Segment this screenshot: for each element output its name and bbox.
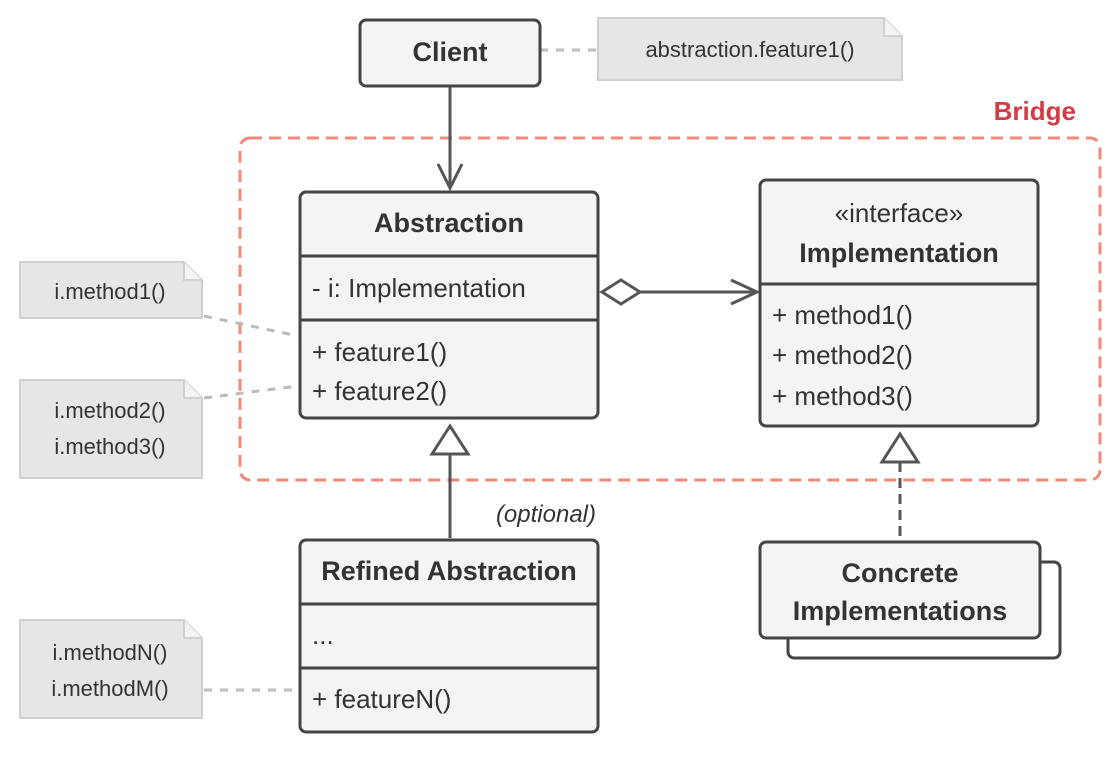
- featureN-note-line-1: i.methodN(): [53, 640, 168, 665]
- client-to-abstraction-arrowhead: [436, 163, 464, 192]
- concrete-implementations-box: Concrete Implementations: [758, 540, 1062, 660]
- aggregation-association: [599, 278, 761, 306]
- aggregation-diamond: [599, 278, 643, 306]
- concrete-title-line-2: Implementations: [793, 596, 1008, 626]
- implementation-interface: «interface» Implementation + method1() +…: [758, 178, 1040, 428]
- implementation-method-1: + method1(): [772, 300, 913, 330]
- abstraction-field: - i: Implementation: [312, 273, 526, 303]
- refined-abstraction-class: Refined Abstraction ... + featureN(): [298, 538, 600, 734]
- feature2-note: i.method2() i.method3(): [19, 379, 203, 479]
- abstraction-class: Abstraction - i: Implementation + featur…: [298, 190, 600, 420]
- client-box: [358, 18, 542, 88]
- featureN-note-line-2: i.methodM(): [51, 676, 168, 701]
- refined-inheritance-triangle: [429, 423, 471, 456]
- client-note-line-1: abstraction.feature1(): [645, 37, 854, 62]
- refined-abstraction-field: ...: [312, 620, 334, 650]
- implementation-title: Implementation: [799, 238, 999, 268]
- client-title: Client: [412, 37, 487, 67]
- concrete-front-box: [758, 540, 1042, 640]
- feature1-note-connector: [203, 314, 299, 338]
- feature2-note-line-1: i.method2(): [54, 398, 165, 423]
- abstraction-method-feature1: + feature1(): [312, 337, 447, 367]
- refined-abstraction-title: Refined Abstraction: [321, 556, 577, 586]
- optional-label: (optional): [496, 501, 596, 528]
- concrete-title-line-1: Concrete: [841, 558, 958, 588]
- feature1-note-line-1: i.method1(): [54, 279, 165, 304]
- featureN-note: i.methodN() i.methodM(): [19, 619, 203, 719]
- abstraction-method-feature2: + feature2(): [312, 376, 447, 406]
- abstraction-title: Abstraction: [374, 208, 524, 238]
- concrete-realization: [879, 431, 921, 540]
- feature2-note-connector: [203, 384, 299, 400]
- feature2-note-line-2: i.method3(): [54, 434, 165, 459]
- implementation-stereotype: «interface»: [835, 198, 964, 228]
- implementation-method-2: + method2(): [772, 340, 913, 370]
- feature1-note: i.method1(): [19, 261, 203, 319]
- implementation-method-3: + method3(): [772, 381, 913, 411]
- client-note: abstraction.feature1(): [597, 17, 903, 81]
- refined-inheritance: [429, 423, 471, 538]
- bridge-region: [238, 136, 1102, 482]
- refined-abstraction-method: + featureN(): [312, 684, 451, 714]
- concrete-realization-triangle: [879, 431, 921, 464]
- bridge-label: Bridge: [994, 96, 1076, 126]
- aggregation-arrowhead: [730, 278, 761, 306]
